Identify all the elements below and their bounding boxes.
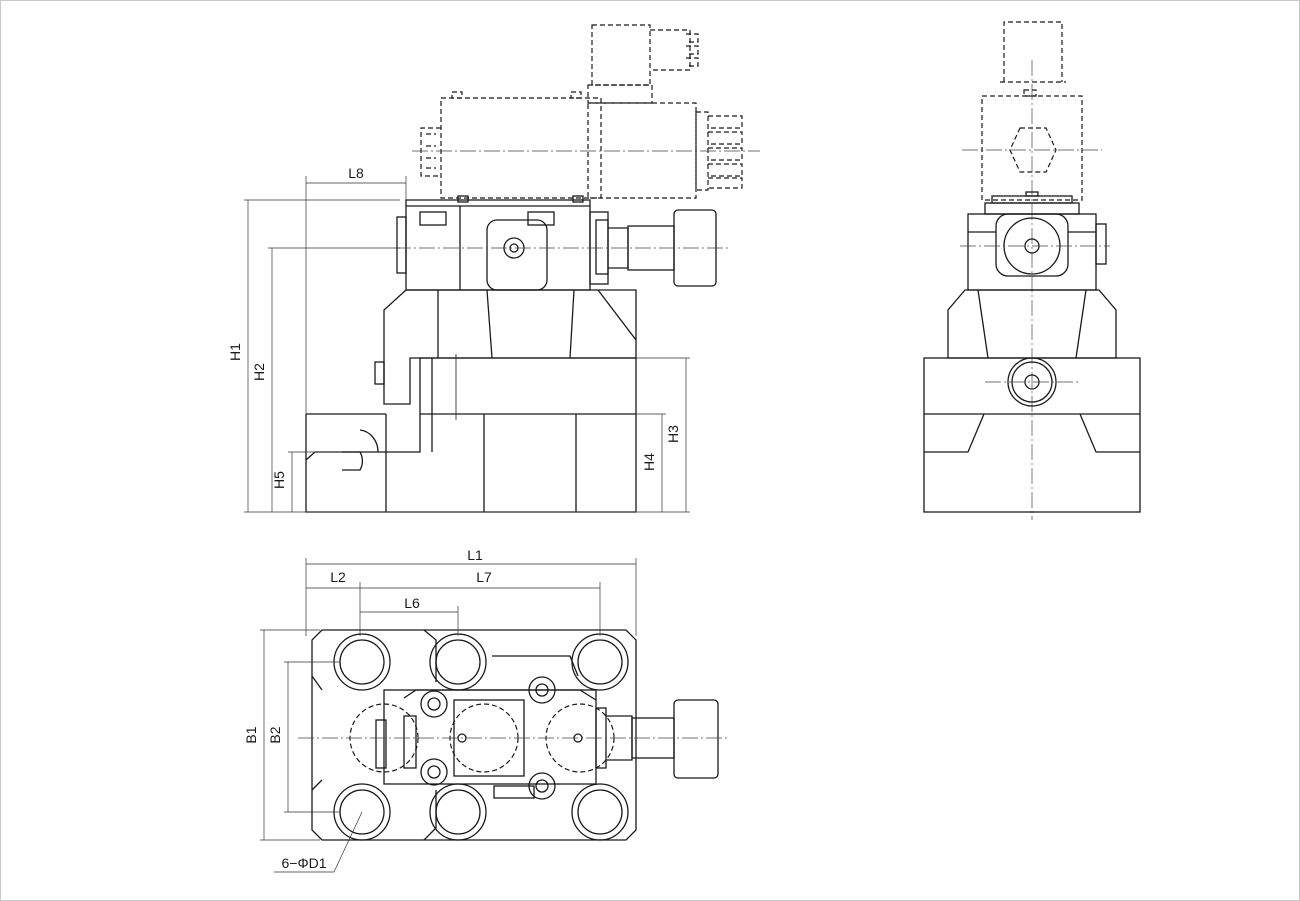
dim-l7-label: L7 [476,569,492,585]
front-pilot-block [396,195,717,291]
dim-l1-label: L1 [467,547,483,563]
dim-h5-label: H5 [271,471,287,489]
front-main-body [305,289,637,513]
top-ports [333,633,629,841]
front-view: H1 H2 H5 H3 H4 L8 [227,24,760,513]
top-bolts [420,676,583,800]
top-main-body [311,629,719,841]
top-view: L1 L2 L7 L6 B1 B2 6−ΦD1 [243,547,730,873]
side-view [923,21,1141,520]
dim-l8-label: L8 [348,165,364,181]
side-main-body [923,289,1141,513]
dim-d1-label: 6−ΦD1 [281,855,326,871]
dim-b1-label: B1 [243,726,259,743]
side-pilot-block [967,191,1107,291]
dim-h3-label: H3 [665,425,681,443]
front-solenoid-dashed [420,24,743,199]
dim-h4-label: H4 [641,453,657,471]
dim-h2-label: H2 [251,363,267,381]
front-dimensions [244,176,690,513]
dim-h1-label: H1 [227,343,243,361]
dim-b2-label: B2 [267,726,283,743]
dim-l2-label: L2 [330,569,346,585]
top-dimensions [260,558,637,873]
dim-l6-label: L6 [404,595,420,611]
